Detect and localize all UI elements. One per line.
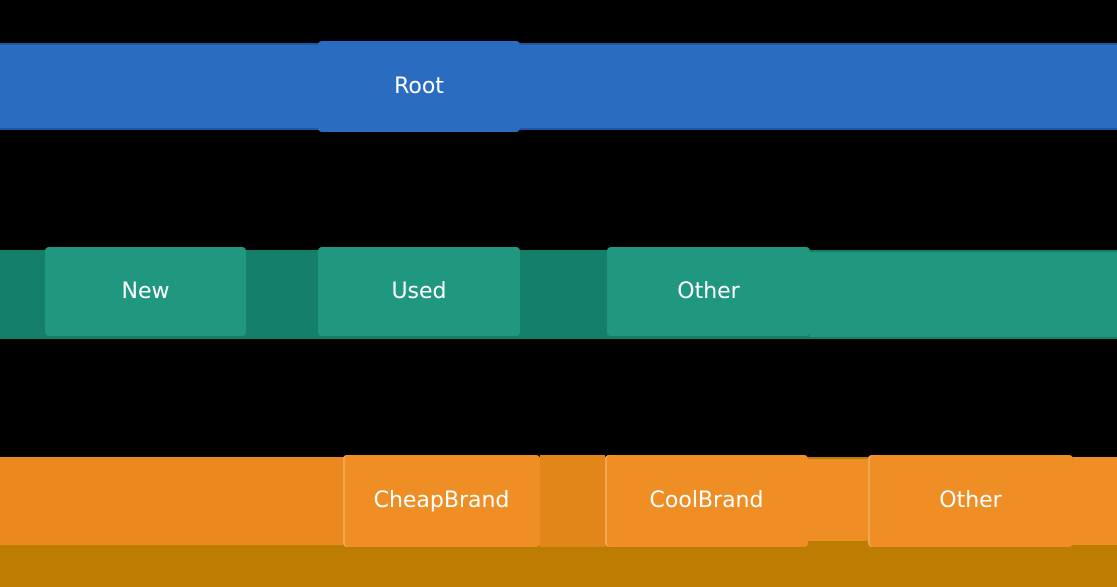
tree-node-other[interactable]: Other [868,455,1073,547]
level-1-fill [520,45,1117,128]
tree-node-used[interactable]: Used [318,247,520,336]
level-3-fill [540,455,605,547]
level-3-fill [808,459,868,541]
tree-node-cheapbrand[interactable]: CheapBrand [343,455,540,547]
tree-node-label: New [121,278,170,304]
tree-node-label: Root [394,73,444,99]
level-3-fill [1073,457,1117,545]
tree-node-root[interactable]: Root [318,41,520,132]
tree-node-new[interactable]: New [45,247,246,336]
tree-node-coolbrand[interactable]: CoolBrand [605,455,808,547]
tree-node-label: Other [939,488,1002,513]
level-1-fill [0,45,318,128]
tree-node-label: CheapBrand [373,488,510,513]
tree-node-label: Other [677,278,740,304]
tree-node-other[interactable]: Other [607,247,810,336]
level-2-fill [810,252,1117,337]
tree-node-label: CoolBrand [649,488,764,513]
level-3-fill [0,457,343,545]
tree-node-label: Used [391,278,447,304]
